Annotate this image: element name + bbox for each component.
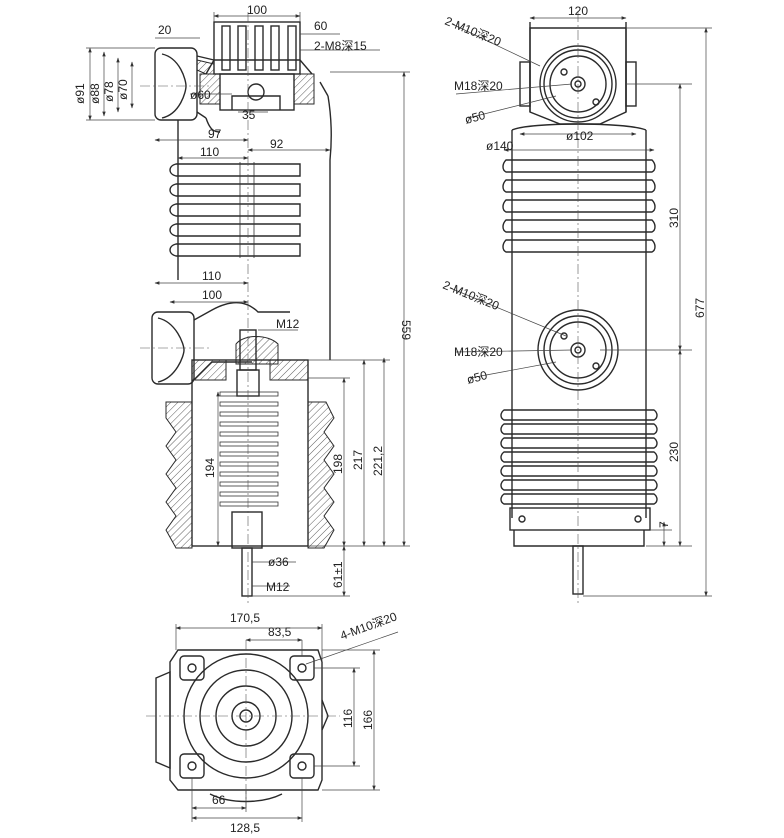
dim-h310: 310 [667, 208, 681, 228]
upper-side-terminal [154, 47, 215, 121]
dim-m12-top: M12 [276, 317, 300, 331]
dim-w83: 83,5 [268, 625, 292, 639]
dim-width-120: 120 [568, 4, 588, 18]
dim-100-mid: 100 [202, 288, 222, 302]
bottom-dimensions [175, 624, 399, 822]
dim-d91: ø91 [73, 83, 87, 104]
dim-thread-upper: 2-M10深20 [443, 14, 504, 49]
dim-thread-base: 4-M10深20 [338, 609, 399, 643]
dim-194: 194 [203, 458, 217, 478]
dim-d50-upper: ø50 [463, 108, 487, 127]
dim-h230: 230 [667, 442, 681, 462]
dim-221: 221,2 [371, 446, 385, 476]
dim-559: 559 [399, 320, 413, 340]
top-terminal [199, 21, 315, 111]
side-dimensions [449, 16, 712, 597]
dim-d36: ø36 [268, 555, 289, 569]
dim-d140: ø140 [486, 139, 514, 153]
dim-w66: 66 [212, 793, 226, 807]
upper-body [169, 81, 333, 360]
dim-d50-lower: ø50 [465, 368, 489, 387]
dim-97: 97 [208, 127, 222, 141]
side-body [500, 123, 658, 595]
dim-110-mid: 110 [202, 269, 221, 283]
lower-body [165, 329, 335, 597]
dim-w170: 170,5 [230, 611, 260, 625]
dim-h7: 7 [657, 521, 671, 528]
dim-35: 35 [242, 108, 256, 122]
dim-d102: ø102 [566, 129, 594, 143]
dim-217: 217 [351, 450, 365, 470]
inner-ribs [219, 391, 279, 507]
dim-top-left: 20 [158, 23, 172, 37]
front-dimensions [86, 12, 410, 597]
dim-198: 198 [331, 454, 345, 474]
dim-92: 92 [270, 137, 284, 151]
dim-d60: ø60 [190, 88, 211, 102]
bottom-view [146, 640, 340, 808]
side-labels: 120 2-M10深20 M18深20 ø50 ø102 ø140 310 67… [441, 4, 707, 528]
dim-thread-top: 2-M8深15 [314, 39, 367, 53]
dim-top-right: 60 [314, 19, 328, 33]
dim-d78: ø78 [102, 81, 116, 102]
dim-h116: 116 [341, 709, 355, 728]
dim-d70: ø70 [116, 79, 130, 100]
dim-61: 61±1 [331, 561, 345, 588]
side-view [500, 12, 658, 605]
dim-m12-bottom: M12 [266, 580, 290, 594]
front-view [140, 12, 335, 605]
dim-top-width: 100 [247, 3, 267, 17]
dim-h166: 166 [361, 710, 375, 730]
dim-w128: 128,5 [230, 821, 260, 835]
dim-h677: 677 [693, 298, 707, 318]
dim-thread-lower: 2-M10深20 [441, 278, 502, 313]
dim-m18-lower: M18深20 [454, 345, 503, 359]
dim-d88: ø88 [88, 83, 102, 104]
dim-m18-upper: M18深20 [454, 79, 503, 93]
dim-110-top: 110 [200, 145, 219, 159]
front-labels: 100 60 2-M8深15 20 ø91 ø88 ø78 ø70 ø60 35… [73, 3, 413, 594]
